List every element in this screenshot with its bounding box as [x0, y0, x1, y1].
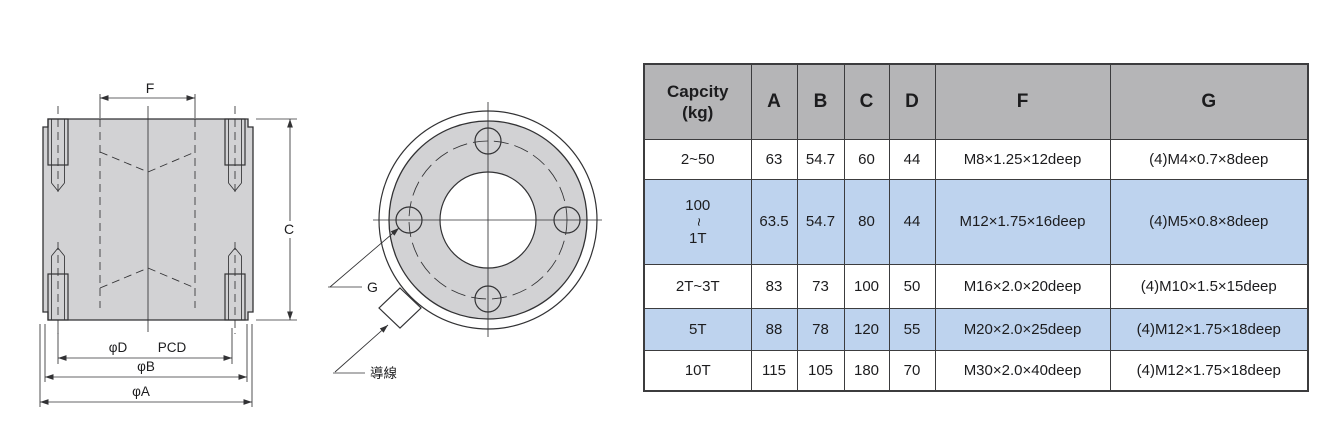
value-d: 55 — [888, 307, 936, 351]
value-b: 105 — [796, 349, 845, 392]
capacity-value: 5T — [688, 320, 707, 338]
value-c: 180 — [843, 349, 890, 392]
capacity-header-line2: (kg) — [682, 102, 714, 122]
value-d: 44 — [888, 138, 936, 180]
value-g: (4)M12×1.75×18deep — [1109, 307, 1309, 351]
dimension-b: φB — [45, 359, 247, 380]
column-header-c: C — [843, 63, 890, 140]
capacity-range-tilde: ~ — [689, 217, 707, 226]
column-header-a: A — [750, 63, 798, 140]
value-b: 54.7 — [796, 138, 845, 180]
value-d: 50 — [888, 263, 936, 309]
capacity-cell: 10T — [643, 349, 752, 392]
value-d: 70 — [888, 349, 936, 392]
value-a: 63.5 — [750, 178, 798, 265]
capacity-value: 2~50 — [680, 150, 715, 168]
load-cell-drawing: F C φD PCD — [39, 80, 602, 407]
capacity-value-line1: 100 — [685, 196, 711, 214]
label-lead-wire: 導線 — [370, 366, 397, 381]
value-a: 88 — [750, 307, 798, 351]
value-f: M20×2.0×25deep — [934, 307, 1111, 351]
value-f: M30×2.0×40deep — [934, 349, 1111, 392]
value-g: (4)M5×0.8×8deep — [1109, 178, 1309, 265]
capacity-value: 2T~3T — [675, 277, 720, 295]
value-b: 54.7 — [796, 178, 845, 265]
capacity-cell: 2~50 — [643, 138, 752, 180]
header-row: Capcity (kg) A B C D F G — [643, 63, 1309, 140]
value-c: 80 — [843, 178, 890, 265]
value-g: (4)M10×1.5×15deep — [1109, 263, 1309, 309]
bolt-hole-top-left — [47, 106, 69, 197]
dimension-c: C — [256, 118, 298, 321]
label-g: G — [367, 279, 378, 295]
cable-exit-diamond — [378, 287, 422, 329]
bolt-hole-top-right — [224, 106, 246, 197]
dim-label-b: φB — [137, 359, 155, 374]
dim-label-a: φA — [132, 384, 150, 399]
capacity-value-line2: 1T — [688, 229, 707, 247]
hidden-lines — [99, 119, 196, 308]
capacity-cell: 5T — [643, 307, 752, 351]
column-header-f: F — [934, 63, 1111, 140]
value-f: M16×2.0×20deep — [934, 263, 1111, 309]
table-row-100-1t: 100 ~ 1T 63.5 54.7 80 44 M12×1.75×16deep… — [643, 178, 1309, 265]
value-b: 73 — [796, 263, 845, 309]
capacity-cell: 2T~3T — [643, 263, 752, 309]
value-f: M8×1.25×12deep — [934, 138, 1111, 180]
value-g: (4)M4×0.7×8deep — [1109, 138, 1309, 180]
dim-label-f: F — [146, 80, 155, 96]
dimension-d-pcd: φD PCD — [58, 340, 232, 361]
value-c: 100 — [843, 263, 890, 309]
table-row-2-50: 2~50 63 54.7 60 44 M8×1.25×12deep (4)M4×… — [643, 138, 1309, 180]
value-b: 78 — [796, 307, 845, 351]
leader-lead-wire: 導線 — [333, 324, 397, 381]
value-a: 63 — [750, 138, 798, 180]
capacity-header-line1: Capcity — [667, 81, 729, 101]
dimension-f: F — [99, 80, 196, 118]
value-g: (4)M12×1.75×18deep — [1109, 349, 1309, 392]
value-d: 44 — [888, 178, 936, 265]
bolt-hole-bottom-right — [224, 242, 246, 334]
value-f: M12×1.75×16deep — [934, 178, 1111, 265]
top-view-diagram: G 導線 — [328, 102, 602, 381]
front-view-diagram: F C φD PCD — [39, 80, 298, 407]
capacity-cell: 100 ~ 1T — [643, 178, 752, 265]
value-c: 60 — [843, 138, 890, 180]
value-a: 115 — [750, 349, 798, 392]
bolt-hole-bottom-left — [47, 242, 69, 334]
dimension-a: φA — [40, 384, 252, 405]
value-a: 83 — [750, 263, 798, 309]
table-row-5t: 5T 88 78 120 55 M20×2.0×25deep (4)M12×1.… — [643, 307, 1309, 351]
column-header-b: B — [796, 63, 845, 140]
table-row-10t: 10T 115 105 180 70 M30×2.0×40deep (4)M12… — [643, 349, 1309, 392]
dim-label-d: φD — [109, 340, 128, 355]
leader-g: G — [328, 227, 400, 295]
value-c: 120 — [843, 307, 890, 351]
column-header-capacity: Capcity (kg) — [643, 63, 752, 140]
column-header-d: D — [888, 63, 936, 140]
capacity-value: 10T — [684, 361, 711, 379]
dim-label-c: C — [284, 221, 294, 237]
column-header-g: G — [1109, 63, 1309, 140]
spec-table: Capcity (kg) A B C D F G 2~50 63 54.7 60… — [643, 63, 1309, 392]
dim-label-pcd: PCD — [158, 340, 187, 355]
table-row-2t-3t: 2T~3T 83 73 100 50 M16×2.0×20deep (4)M10… — [643, 263, 1309, 309]
